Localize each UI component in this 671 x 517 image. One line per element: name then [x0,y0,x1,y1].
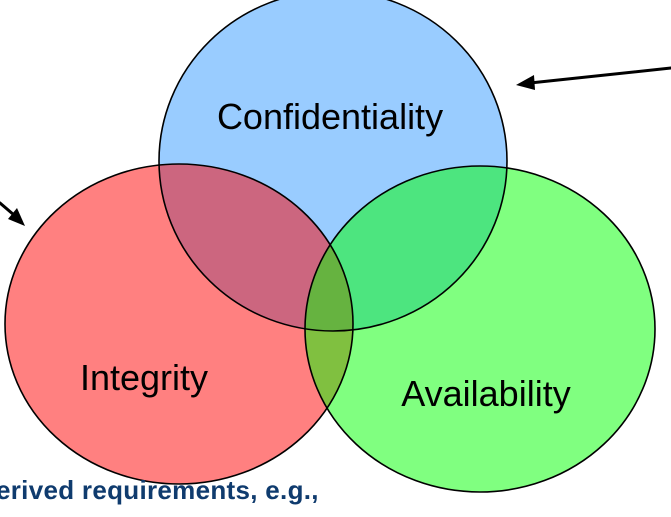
integrity-label: Integrity [80,357,208,398]
availability-label: Availability [401,373,570,414]
availability-outline [304,165,656,493]
derived-requirements-caption: erived requirements, e.g., [0,475,319,505]
left-arrow-shaft [0,201,16,217]
confidentiality-outline [158,0,508,332]
right-arrow-shaft [528,66,671,85]
left-arrow-head [8,208,25,226]
right-arrow-head [516,75,535,90]
confidentiality-label: Confidentiality [217,96,443,137]
integrity-outline [4,163,354,485]
